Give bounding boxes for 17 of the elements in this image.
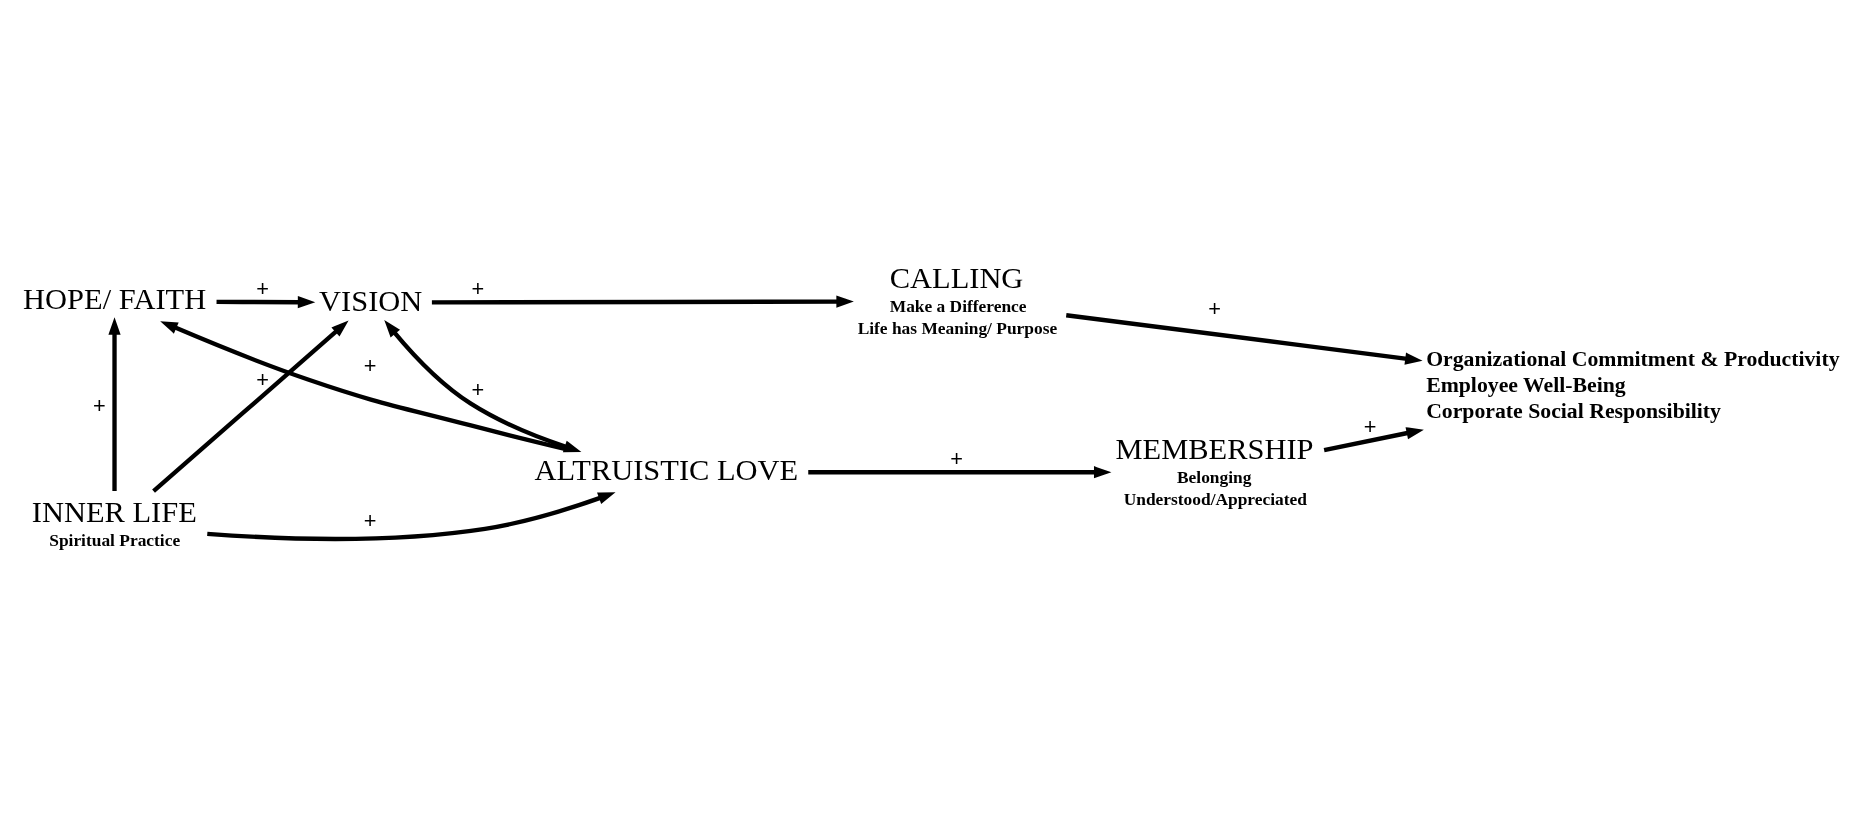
node-text: ALTRUISTIC LOVE (534, 453, 799, 488)
node-text: CALLING Make a Difference Life has Meaning/ Purpose (857, 260, 1058, 338)
edge-label: + (1208, 295, 1221, 321)
edge-label: + (1363, 414, 1377, 440)
edge-label: + (471, 377, 485, 403)
edge-label: + (256, 367, 269, 393)
node-text: MEMBERSHIP Belonging Understood/Appreciated (1115, 431, 1314, 509)
edge-label: + (92, 392, 106, 418)
node-text: HOPE/ FAITH (23, 282, 207, 317)
edge-label: + (363, 507, 377, 533)
node-text: INNER LIFE Spiritual Practice (31, 494, 197, 551)
edge-label: + (471, 275, 485, 301)
edge-label: + (256, 275, 269, 301)
edge-label: + (363, 353, 377, 379)
node-text: VISION (319, 283, 423, 318)
node-text: Organizational Commitment & Productivity Employee Well-Being Corporate Social Responsibility (1426, 346, 1840, 423)
edge-label: + (950, 445, 964, 471)
